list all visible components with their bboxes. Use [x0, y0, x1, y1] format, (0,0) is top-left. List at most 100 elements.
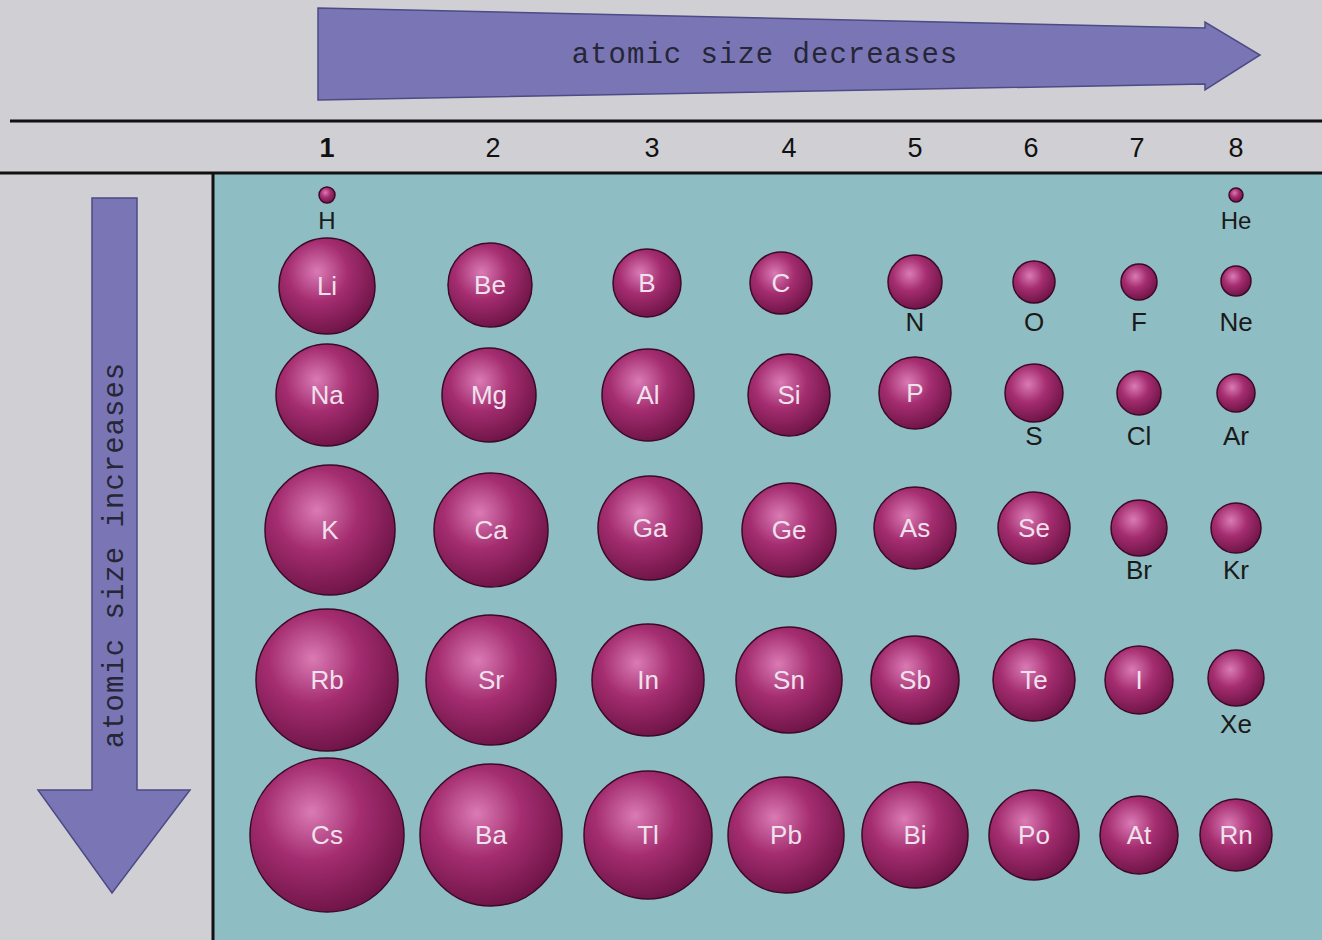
atom-sphere [420, 764, 562, 906]
element-symbol: Sr [478, 665, 504, 696]
atom-sphere [598, 476, 702, 580]
table-area [214, 174, 1322, 940]
atom-sphere [426, 615, 556, 745]
atom-circle: Rb [255, 608, 399, 752]
element-symbol: C [772, 268, 791, 299]
atom-circle: Kr [1210, 502, 1262, 554]
atom-circle: B [612, 248, 682, 318]
element-symbol: Tl [637, 820, 659, 851]
atom-shape [1228, 187, 1244, 203]
element-symbol: He [1221, 207, 1252, 235]
group-number: 6 [1023, 133, 1038, 164]
trend-label: atomic size decreases [572, 39, 958, 72]
atom-sphere [874, 487, 956, 569]
atom-sphere [434, 473, 548, 587]
element-symbol: Sb [899, 665, 931, 696]
atom-sphere [442, 348, 536, 442]
element-symbol: Si [777, 380, 800, 411]
atom-circle: F [1120, 263, 1158, 301]
atom-circle: Ne [1220, 265, 1252, 297]
element-symbol: Bi [903, 820, 926, 851]
element-symbol: As [900, 513, 930, 544]
element-symbol: Ga [633, 513, 668, 544]
atom-circle: K [264, 464, 396, 596]
atom-circle: Mg [441, 347, 537, 443]
atom-circle: Po [988, 789, 1080, 881]
atom-shape [1216, 373, 1256, 413]
side-rule [212, 173, 215, 940]
atom-circle: He [1228, 187, 1244, 203]
atom-shape [1207, 649, 1265, 707]
group-number: 8 [1228, 133, 1243, 164]
atom-sphere [265, 465, 395, 595]
element-symbol: At [1127, 820, 1152, 851]
atom-sphere [1121, 264, 1157, 300]
atom-circle: Cl [1116, 370, 1162, 416]
element-symbol: Kr [1223, 555, 1249, 586]
atom-circle: N [887, 254, 943, 310]
element-symbol: Ne [1219, 307, 1252, 338]
element-symbol: Po [1018, 820, 1050, 851]
atom-sphere [748, 354, 830, 436]
atom-circle: Rn [1199, 798, 1273, 872]
element-symbol: Na [310, 380, 343, 411]
header-rule [0, 172, 1322, 175]
element-symbol: Xe [1220, 709, 1252, 740]
element-symbol: H [318, 207, 335, 235]
atom-sphere [1200, 799, 1272, 871]
atom-circle: In [591, 623, 705, 737]
element-symbol: Rb [310, 665, 343, 696]
element-symbol: Li [317, 271, 337, 302]
header-rule [10, 120, 1322, 123]
element-symbol: Br [1126, 555, 1152, 586]
element-symbol: S [1025, 421, 1042, 452]
atom-circle: H [318, 186, 336, 204]
atom-sphere [1221, 266, 1251, 296]
atom-sphere [1005, 364, 1063, 422]
element-symbol: Cl [1127, 421, 1152, 452]
atom-sphere [1105, 646, 1173, 714]
element-symbol: N [906, 307, 925, 338]
atom-shape [1116, 370, 1162, 416]
atom-circle: Cs [249, 757, 405, 913]
group-number: 5 [907, 133, 922, 164]
element-symbol: Ar [1223, 421, 1249, 452]
atom-sphere [989, 790, 1079, 880]
atom-circle: Pb [727, 776, 845, 894]
atom-sphere [1013, 261, 1055, 303]
trend-arrow: atomic size decreases [318, 6, 1262, 102]
atom-shape [1210, 502, 1262, 554]
group-number: 1 [319, 133, 334, 164]
atom-shape [887, 254, 943, 310]
atom-shape [1220, 265, 1252, 297]
atom-sphere [584, 771, 712, 899]
atom-sphere [592, 624, 704, 736]
atom-sphere [998, 492, 1070, 564]
atom-circle: Sb [870, 635, 960, 725]
atom-sphere [871, 636, 959, 724]
element-symbol: Te [1020, 665, 1047, 696]
trend-arrow: atomic size increases [36, 196, 192, 896]
atom-sphere [250, 758, 404, 912]
atom-circle: Li [278, 237, 376, 335]
atom-circle: Na [275, 343, 379, 447]
atom-shape [1004, 363, 1064, 423]
atom-circle: As [873, 486, 957, 570]
element-symbol: Al [636, 380, 659, 411]
atom-sphere [613, 249, 681, 317]
atom-circle: I [1104, 645, 1174, 715]
atom-sphere [728, 777, 844, 893]
element-symbol: Sn [773, 665, 805, 696]
atom-circle: Sn [735, 626, 843, 734]
atom-circle: C [749, 251, 813, 315]
atom-circle: O [1012, 260, 1056, 304]
atom-shape [1110, 499, 1168, 557]
arrow-outline [38, 198, 190, 893]
element-symbol: Ca [474, 515, 507, 546]
group-number: 2 [485, 133, 500, 164]
atom-sphere [256, 609, 398, 751]
atom-shape [1120, 263, 1158, 301]
arrow-outline [318, 8, 1260, 100]
atom-sphere [279, 238, 375, 334]
